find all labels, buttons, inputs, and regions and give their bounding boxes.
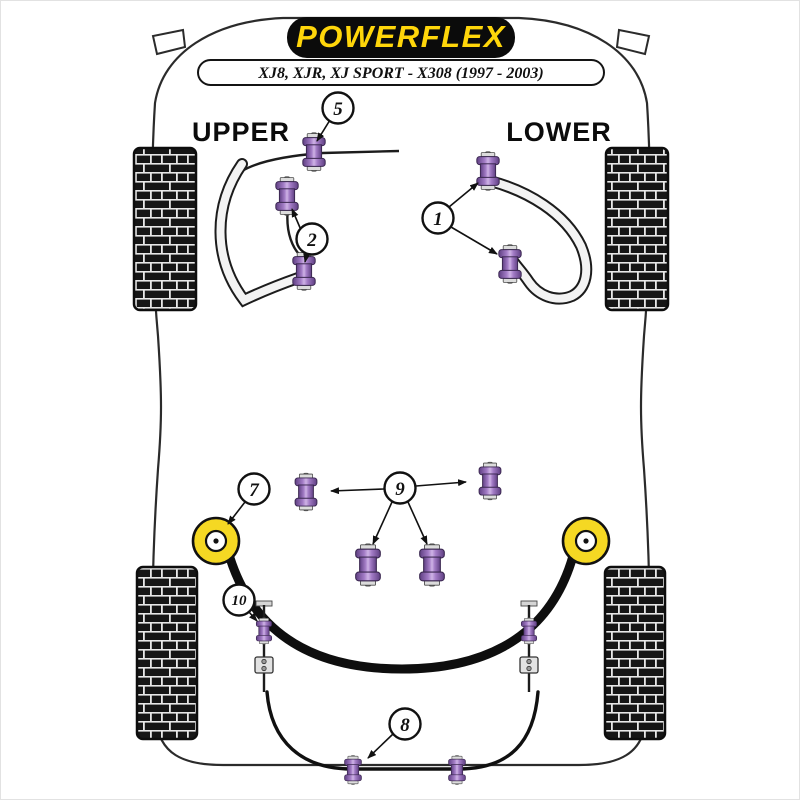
bushing-10-right [520,617,538,645]
arrow-9-right [415,479,467,487]
bushing-9c [355,543,381,587]
bar-mount-left [191,516,241,566]
arrow-2a [291,208,302,231]
arrow-10 [248,611,258,622]
model-subtitle-pill [197,59,605,86]
callout-7-number: 7 [249,480,260,501]
bushing-1a [476,151,500,191]
callout-9-number: 9 [395,479,405,500]
arrow-5 [316,119,331,142]
arrow-1a [448,182,479,208]
callout-5-number: 5 [333,99,343,120]
tire-front-right [604,146,670,312]
mirror-right [615,28,651,56]
arrow-8 [367,733,394,759]
tire-rear-left [135,565,199,741]
label-lower: LOWER [506,117,612,147]
bar-clamp-right [519,656,539,674]
brand-logo-pill [287,17,515,58]
arrow-9-down-left [372,501,393,545]
lower-tie-bar [265,690,540,771]
brand-logo-text: POWERFLEX [296,19,507,54]
callout-5: 5 [321,91,355,125]
callout-8: 8 [388,707,422,741]
mirror-left [151,28,187,56]
callout-2: 2 [295,222,329,256]
callout-1-number: 1 [433,209,443,230]
callout-1: 1 [421,201,455,235]
tire-front-left [132,146,198,312]
arrow-9-down-right [407,501,428,545]
bushing-9a [294,472,318,512]
bar-clamp-left [254,656,274,674]
bushing-2a [275,176,299,216]
callout-10: 10 [222,583,256,617]
bushing-1b [498,244,522,284]
bushing-9b [478,461,502,501]
arrow-7 [227,501,246,525]
bushing-2b [292,251,316,291]
label-upper: UPPER [192,117,290,147]
bushing-5 [302,132,326,172]
model-subtitle-text: XJ8, XJR, XJ SPORT - X308 (1997 - 2003) [257,65,543,82]
arrow-1b [450,226,498,255]
callout-2-number: 2 [306,230,317,251]
bushing-8a [344,755,362,785]
callout-8-number: 8 [400,715,410,736]
bushing-9d [419,543,445,587]
arrow-9-left [330,487,385,495]
brand-logo: POWERFLEX [287,17,515,58]
lower-control-arm [484,175,593,305]
callout-7: 7 [237,472,271,506]
callout-9: 9 [383,471,417,505]
bar-mount-right [561,516,611,566]
tire-rear-right [603,565,667,741]
callout-10-number: 10 [232,593,248,609]
bushing-10-left [255,617,273,645]
model-subtitle: XJ8, XJR, XJ SPORT - X308 (1997 - 2003) [197,59,605,86]
bushing-8b [448,755,466,785]
